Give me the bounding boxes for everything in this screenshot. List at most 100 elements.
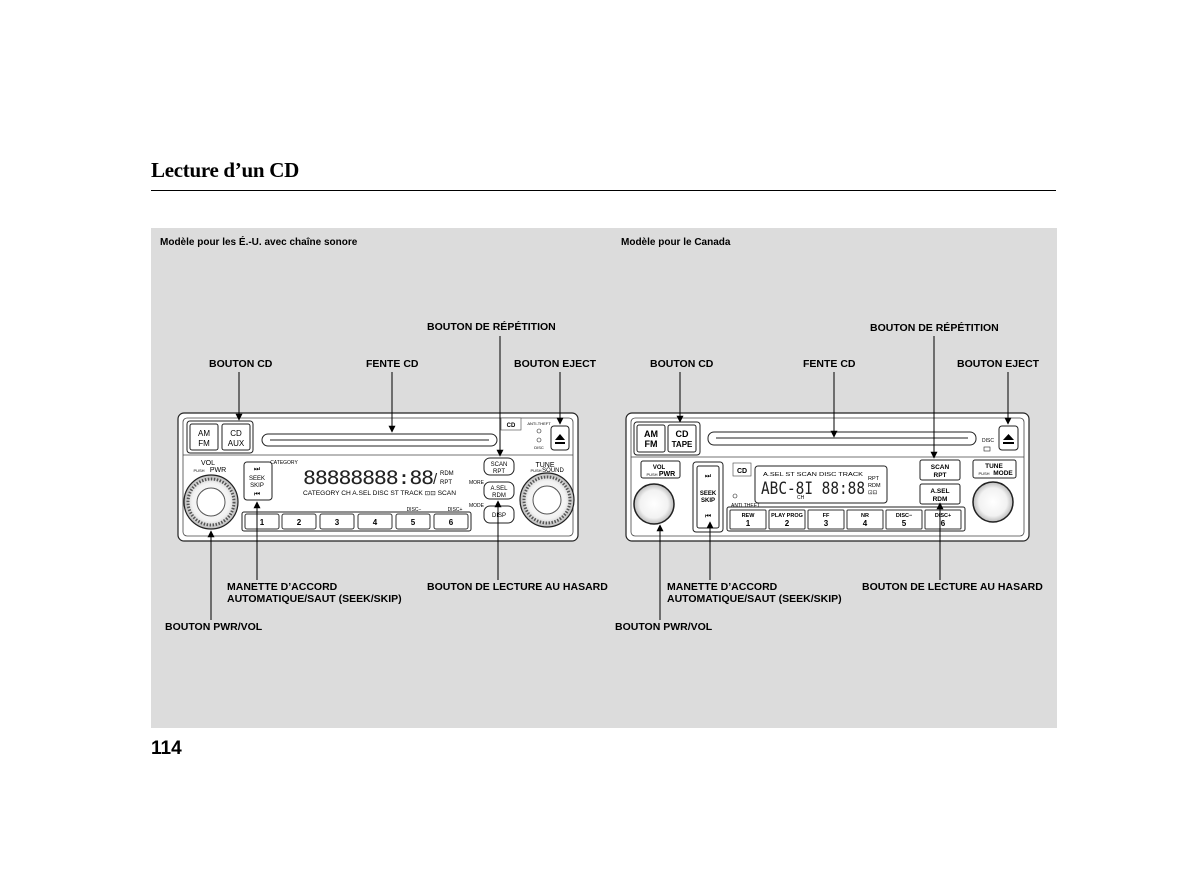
us-preset-6[interactable]: 6 (433, 513, 469, 530)
us-tune-sound-knob[interactable] (519, 472, 575, 528)
svg-text:CD: CD (737, 468, 747, 475)
svg-text:AM: AM (644, 429, 658, 439)
svg-text:⏮: ⏮ (254, 491, 260, 498)
ca-pwr-vol-knob[interactable] (633, 483, 675, 525)
us-preset-5[interactable]: 5 (395, 513, 431, 530)
svg-text:5: 5 (411, 518, 416, 527)
ca-preset-3[interactable]: FF3 (807, 509, 845, 530)
svg-text:PUSH: PUSH (646, 472, 657, 477)
svg-text:RDM: RDM (440, 471, 454, 477)
us-pwr-vol-knob[interactable] (183, 474, 239, 530)
svg-text:NR: NR (861, 513, 869, 519)
svg-text:4: 4 (373, 518, 378, 527)
svg-text:/: / (433, 471, 438, 488)
svg-text:⏭: ⏭ (705, 473, 712, 480)
ca-am-fm-button[interactable]: AM FM (636, 424, 666, 453)
svg-text:A.SEL: A.SEL (930, 488, 949, 495)
svg-text:DISC: DISC (982, 438, 994, 444)
svg-text:MODE: MODE (993, 470, 1013, 477)
ca-seek-skip-bar[interactable]: ⏭ SEEK SKIP ⏮ (696, 465, 720, 529)
svg-text:ANTI-THEFT: ANTI-THEFT (527, 421, 551, 426)
svg-text:1: 1 (746, 519, 751, 528)
svg-text:VOL: VOL (653, 465, 666, 471)
ca-cd-tape-button[interactable]: CD TAPE (667, 424, 697, 453)
svg-text:ANTI THEFT: ANTI THEFT (731, 503, 760, 509)
svg-text:4: 4 (863, 519, 868, 528)
svg-text:DISP: DISP (492, 513, 506, 519)
us-scan-rpt-button[interactable]: SCAN RPT (483, 457, 515, 476)
svg-text:CD: CD (230, 429, 242, 438)
svg-text:RDM: RDM (492, 493, 506, 499)
us-asel-rdm-button[interactable]: A.SEL RDM (483, 481, 515, 500)
us-label-random: BOUTON DE LECTURE AU HASARD (427, 581, 608, 593)
us-am-fm-button[interactable]: AM FM (189, 423, 219, 451)
svg-text:5: 5 (902, 519, 907, 528)
ca-display: CD A.SEL ST SCAN DISC TRACK ABC-8I 88:88… (731, 462, 888, 509)
svg-text:3: 3 (824, 519, 829, 528)
us-model-caption: Modèle pour les É.-U. avec chaîne sonore (160, 237, 358, 248)
us-disp-button[interactable]: DISP (483, 505, 515, 524)
svg-text:⊡⊡: ⊡⊡ (868, 490, 878, 496)
svg-text:SEEK: SEEK (249, 476, 265, 482)
svg-text:VOL: VOL (201, 460, 215, 467)
svg-text:TUNE: TUNE (985, 463, 1003, 470)
svg-text:PUSH: PUSH (193, 468, 204, 473)
title-rule (151, 190, 1056, 191)
svg-text:⏮: ⏮ (705, 513, 711, 520)
page-number: 114 (151, 738, 182, 759)
ca-preset-4[interactable]: NR4 (846, 509, 884, 530)
page-title: Lecture d’un CD (151, 158, 299, 182)
ca-radio-unit: AM FM CD TAPE DISC VOL PUSH PWR (625, 412, 1030, 542)
svg-text:MODE: MODE (469, 503, 485, 509)
svg-text:PUSH: PUSH (530, 468, 541, 473)
svg-text:88888888:88: 88888888:88 (303, 467, 434, 489)
svg-text:A.SEL ST SCAN DISC TRACK: A.SEL ST SCAN DISC TRACK (763, 472, 863, 478)
ca-tune-mode-label-box: TUNE PUSH MODE (972, 459, 1017, 479)
svg-text:FM: FM (645, 439, 658, 449)
svg-text:SCAN: SCAN (931, 464, 950, 471)
svg-text:PLAY PROG: PLAY PROG (771, 513, 803, 519)
us-eject-button[interactable] (550, 425, 570, 451)
us-label-slot: FENTE CD (366, 358, 419, 370)
ca-asel-rdm-button[interactable]: A.SEL RDM (919, 483, 961, 505)
svg-text:CD: CD (676, 429, 689, 439)
svg-text:RPT: RPT (934, 472, 947, 479)
svg-text:SKIP: SKIP (701, 498, 715, 504)
ca-tune-mode-knob[interactable] (972, 481, 1014, 523)
us-preset-1[interactable]: 1 (244, 513, 280, 530)
svg-text:TAPE: TAPE (672, 440, 693, 449)
us-preset-4[interactable]: 4 (357, 513, 393, 530)
svg-text:DISC+: DISC+ (935, 513, 951, 519)
us-seek-skip-bar[interactable]: ⏭ SEEK SKIP ⏮ (243, 461, 273, 501)
us-cd-aux-button[interactable]: CD AUX (221, 423, 251, 451)
svg-text:FF: FF (823, 513, 830, 519)
svg-text:CATEGORY: CATEGORY (270, 460, 298, 466)
us-preset-3[interactable]: 3 (319, 513, 355, 530)
svg-text:SCAN: SCAN (491, 462, 508, 468)
ca-eject-button[interactable] (998, 425, 1019, 451)
svg-text:FM: FM (198, 439, 210, 448)
svg-text:⏭: ⏭ (254, 466, 261, 473)
us-label-eject: BOUTON EJECT (514, 358, 597, 370)
ca-vol-pwr-label-box: VOL PUSH PWR (640, 460, 681, 479)
svg-text:CH: CH (797, 495, 805, 501)
svg-text:1: 1 (260, 518, 265, 527)
svg-text:SKIP: SKIP (250, 483, 264, 489)
svg-text:SOUND: SOUND (542, 468, 564, 474)
ca-model-caption: Modèle pour le Canada (621, 237, 731, 248)
ca-preset-6[interactable]: DISC+6 (924, 509, 962, 530)
ca-scan-rpt-button[interactable]: SCAN RPT (919, 459, 961, 481)
ca-label-cd: BOUTON CD (650, 358, 714, 370)
us-leader-lines (207, 336, 564, 620)
ca-preset-5[interactable]: DISC−5 (885, 509, 923, 530)
us-preset-2[interactable]: 2 (281, 513, 317, 530)
svg-text:PWR: PWR (210, 467, 226, 474)
svg-text:6: 6 (941, 519, 946, 528)
us-label-cd: BOUTON CD (209, 358, 273, 370)
svg-text:MORE: MORE (469, 480, 485, 486)
ca-label-pwr: BOUTON PWR/VOL (615, 621, 713, 633)
us-label-seek-1: MANETTE D’ACCORD (227, 581, 338, 593)
